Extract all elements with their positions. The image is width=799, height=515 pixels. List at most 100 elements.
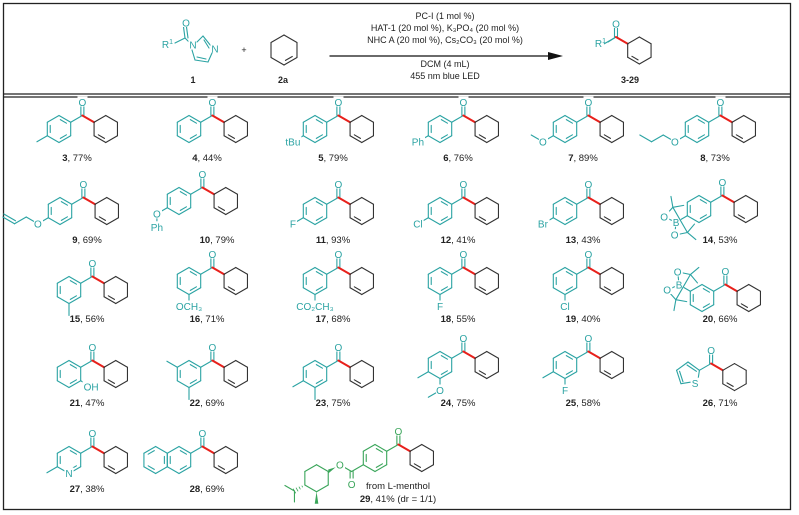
compound-number: 27 (70, 484, 81, 495)
atom-label-mask (458, 178, 469, 189)
substituent-bond (166, 360, 178, 368)
naphthalene-ring-bond (155, 466, 168, 475)
atom-label-mask (674, 278, 684, 289)
cyclohexene-ring-bond (105, 114, 119, 123)
aryl-ring-double-bond (440, 134, 449, 139)
condition-above: NHC A (20 mol %), Cs₂CO₃ (20 mol %) (367, 35, 523, 45)
atom-label-mask (207, 248, 218, 259)
bond-aryl-carbonyl (70, 114, 83, 123)
cyclohexene-ring-bond (611, 371, 625, 380)
aryl-ring-double-bond (189, 119, 198, 124)
alkene-double-bond (3, 213, 17, 222)
hash-bond (295, 487, 299, 492)
substituent-label: F (562, 386, 568, 397)
new-cc-bond-red (337, 359, 352, 369)
atom-label-mask (670, 135, 681, 146)
aryl-ring-double-bond (59, 134, 68, 139)
compound-label: 3, 77% (62, 153, 92, 164)
compound-yield: , 41% (370, 494, 395, 505)
substituent-label: tBu (285, 137, 300, 148)
cyclohexene-ring-bond (611, 266, 625, 275)
cyclohexene-ring-bond (115, 380, 129, 389)
new-cc-bond-red (462, 196, 477, 206)
compound-note: from L-menthol (366, 481, 430, 492)
cyclohexene-ring-bond (115, 466, 129, 475)
aryl-ring-bond (314, 217, 328, 226)
cyclohexene-ring-double-bond (478, 370, 487, 375)
aryl-ring-double-bond (565, 271, 574, 276)
methyl-bond (689, 266, 700, 276)
compound-label: 6, 76% (443, 153, 473, 164)
aryl-ring-bond (362, 464, 376, 473)
compound-yield: , 76% (449, 153, 474, 164)
aryl-ring-bond (56, 296, 70, 305)
menthyl-ring-bond (315, 484, 329, 493)
cyclohexene-ring-double-bond (353, 286, 362, 291)
aryl-ring-bond (56, 380, 70, 389)
carbonyl-oxygen: O (334, 98, 342, 109)
carbonyl-oxygen: O (584, 334, 592, 345)
compound-label: 20, 66% (703, 314, 738, 325)
aryl-ring-bond (439, 217, 453, 226)
aryl-ring-double-bond (565, 201, 574, 206)
aryl-ring-double-bond (189, 286, 198, 291)
cyclohexene-ring-bond (225, 466, 239, 475)
compound-label: 17, 68% (316, 314, 351, 325)
bond-aryl-carbonyl (200, 359, 213, 368)
atom-label-mask (152, 207, 163, 218)
atom-label-mask (435, 384, 446, 395)
cyclohexene-ring-bond (599, 135, 613, 144)
compound-number: 15 (70, 314, 81, 325)
bond-aryl-carbonyl (326, 266, 339, 275)
aryl-ring-double-bond (315, 201, 324, 206)
bond-aryl-carbonyl (698, 362, 712, 371)
aryl-ring-double-bond (315, 216, 324, 221)
aryl-ring-double-bond (565, 119, 574, 124)
compound-number: 18 (441, 314, 452, 325)
aryl-ring-double-bond (69, 295, 78, 300)
new-cc-bond-red (614, 36, 629, 45)
aryl-ring-bond (427, 196, 441, 205)
imidazole-n3: N (211, 45, 218, 56)
cyclohexene-2a-ring-bond (270, 34, 285, 44)
double-bond (196, 56, 207, 60)
aryl-ring-bond (302, 380, 316, 389)
carbonyl-oxygen: O (459, 98, 467, 109)
aryl-ring-double-bond (375, 463, 384, 468)
aryl-ring-bond (302, 266, 316, 275)
cyclohexene-ring-bond (235, 114, 249, 123)
new-cc-bond-red (710, 362, 724, 372)
cyclohexene-ring-double-bond (353, 379, 362, 384)
bond-aryl-carbonyl (200, 114, 213, 123)
cyclohexene-ring-double-bond (98, 216, 107, 221)
atom-label-mask (659, 210, 670, 221)
aryl-ring-double-bond (59, 119, 68, 124)
cyclohexene-ring-bond (599, 371, 613, 380)
cyclohexene-ring-bond (486, 287, 500, 296)
cyclohexene-ring-bond (736, 283, 750, 292)
atom-label-mask (410, 135, 426, 146)
aryl-ring-double-bond (315, 364, 324, 369)
atom-label-mask (611, 18, 622, 28)
aryl-ring-bond (684, 114, 698, 123)
atom-label-mask (188, 39, 198, 49)
cyclohexene-2a-ring-bond (270, 56, 285, 66)
compound-number: 16 (190, 314, 201, 325)
atom-label-mask (458, 248, 469, 259)
aryl-ring-double-bond (69, 280, 78, 285)
cyclohexene-ring-double-bond (603, 216, 612, 221)
cyclohexene-ring-bond (486, 350, 500, 359)
compound-yield: , 69% (78, 235, 103, 246)
pyridine-ring-bond (68, 445, 82, 454)
compound-label: 22, 69% (190, 398, 225, 409)
carbonyl-oxygen: O (707, 346, 715, 357)
cyclohexene-ring-bond (611, 287, 625, 296)
aryl-ring-double-bond (565, 355, 574, 360)
cyclohexene-ring-double-bond (413, 463, 422, 468)
aryl-ring-bond (552, 196, 566, 205)
methyl-wedge (314, 491, 319, 504)
compound-number: 7 (568, 153, 573, 164)
new-cc-bond-red (397, 443, 412, 453)
bond (343, 466, 353, 473)
o-c-bond (682, 272, 691, 276)
